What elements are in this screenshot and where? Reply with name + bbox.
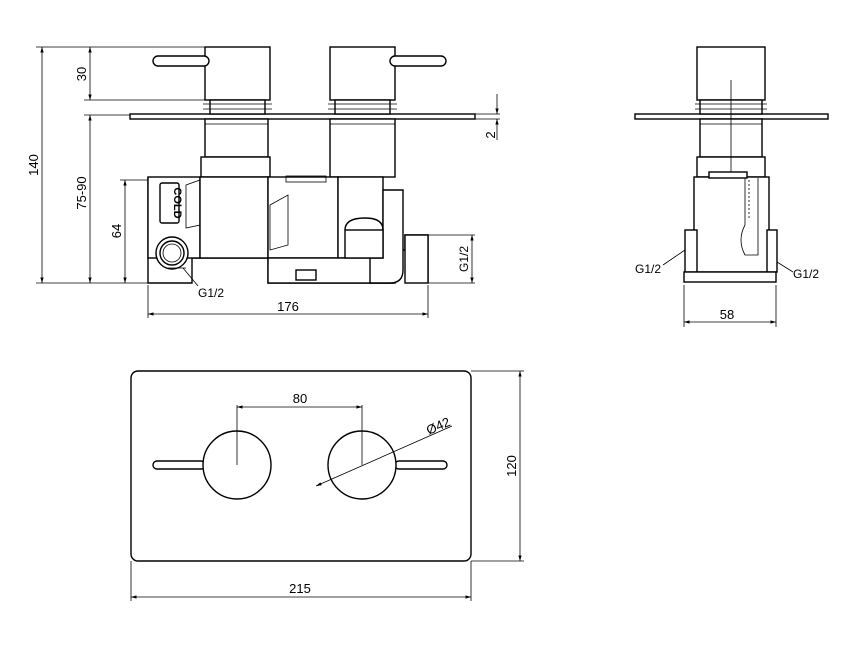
dim-port-height: 64 (109, 224, 124, 238)
dim-plate-height: 120 (504, 455, 519, 477)
label-side-right: G1/2 (793, 267, 819, 281)
dim-plate-thickness: 2 (483, 131, 498, 138)
side-elevation: G1/2 G1/2 58 (634, 46, 829, 327)
dim-handle-height: 30 (74, 67, 89, 81)
dim-body-width: 176 (277, 299, 299, 314)
label-inlet-front: G1/2 (198, 286, 224, 300)
dim-spacing: 80 (293, 391, 307, 406)
cold-marking: COLD (171, 187, 183, 218)
dim-wall-depth: 75-90 (74, 176, 89, 209)
dim-side-depth: 58 (720, 307, 734, 322)
dim-overall-height: 140 (26, 154, 41, 176)
label-side-left: G1/2 (635, 262, 661, 276)
front-elevation: 140 30 75-90 64 2 (26, 46, 500, 318)
dim-plate-width: 215 (289, 581, 311, 596)
plate-front-view: 80 Ø42 120 215 (130, 370, 524, 601)
label-outlet-front: G1/2 (457, 246, 471, 272)
